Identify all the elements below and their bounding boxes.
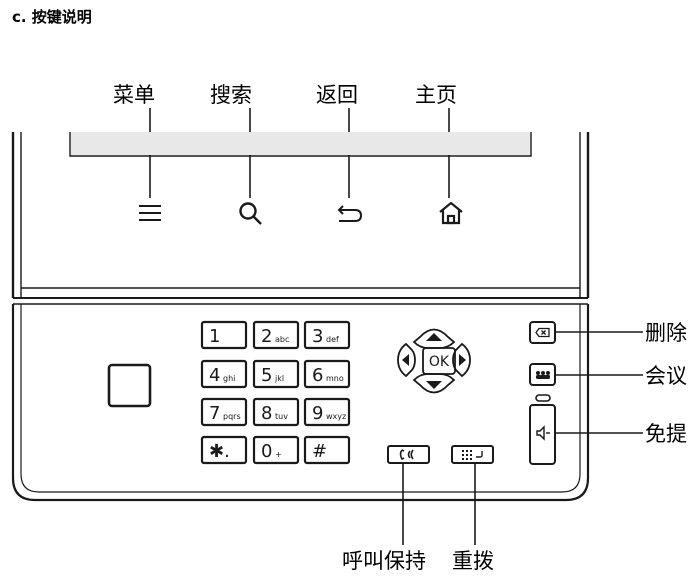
label-call-hold: 呼叫保持: [342, 549, 426, 573]
label-redial: 重拨: [452, 549, 494, 573]
keypad-key-letters: def: [326, 335, 339, 344]
label-menu: 菜单: [113, 83, 155, 107]
label-handsfree: 免提: [645, 422, 687, 446]
nav-ok-label: OK: [429, 354, 450, 370]
section-title: c. 按键说明: [12, 8, 92, 26]
menu-icon[interactable]: [139, 205, 161, 221]
delete-key[interactable]: [529, 321, 556, 344]
nav-ok-key[interactable]: [422, 347, 456, 375]
screen-display: [71, 132, 530, 155]
home-icon[interactable]: [439, 201, 463, 225]
keypad-key-number: 7: [209, 403, 220, 424]
keypad-base: [11, 304, 590, 502]
keypad-key-number: 5: [261, 365, 272, 386]
redial-key[interactable]: [451, 445, 494, 464]
keypad-key[interactable]: #: [303, 435, 351, 465]
keypad-key-letters: tuv: [275, 412, 288, 421]
label-home: 主页: [415, 83, 457, 107]
device-screen-bezel: [11, 132, 590, 305]
side-leader-lines: [555, 331, 643, 434]
nav-right-key[interactable]: [452, 342, 471, 378]
keypad-key-number: 8: [261, 403, 272, 424]
keypad-key-letters: pqrs: [223, 412, 241, 421]
label-search: 搜索: [210, 83, 252, 107]
square-key[interactable]: [107, 363, 152, 408]
nav-down-key[interactable]: [412, 373, 456, 394]
keypad-key[interactable]: 1: [200, 320, 248, 350]
keypad-key-number: 6: [312, 365, 323, 386]
keypad-key-letters: +: [275, 450, 282, 459]
keypad-key-letters: mno: [326, 374, 344, 383]
handsfree-key[interactable]: [529, 404, 556, 465]
nav-cluster: [397, 328, 471, 394]
handsfree-led: [535, 394, 551, 402]
conference-icon: [536, 371, 550, 379]
call-hold-key[interactable]: [387, 445, 430, 464]
search-icon[interactable]: [239, 202, 262, 225]
keypad-key-number: 0: [261, 441, 272, 462]
nav-left-key[interactable]: [397, 342, 416, 378]
redial-icon: [462, 450, 483, 460]
keypad-key[interactable]: 0+: [252, 435, 300, 465]
keypad-key-number: 4: [209, 365, 220, 386]
label-delete: 删除: [645, 321, 687, 345]
delete-icon: [535, 327, 550, 338]
keypad-key-number: 3: [312, 326, 323, 347]
keypad-key-number: 2: [261, 326, 272, 347]
keypad-key-letters: abc: [275, 335, 289, 344]
keypad-key-number: 9: [312, 403, 323, 424]
nav-up-key[interactable]: [412, 328, 456, 349]
keypad-key[interactable]: ✱.: [200, 435, 248, 465]
back-icon[interactable]: [337, 205, 363, 222]
keypad-key-letters: ghi: [223, 374, 235, 383]
keypad-key-number: 1: [209, 326, 220, 347]
call-hold-icon: [399, 449, 414, 461]
speaker-icon: [536, 425, 550, 441]
keypad-key-letters: wxyz: [326, 412, 346, 421]
keypad-key-number: #: [312, 441, 327, 462]
label-back: 返回: [316, 83, 358, 107]
keypad-key-letters: jkl: [274, 374, 284, 383]
keypad-key-number: ✱.: [209, 441, 230, 462]
bottom-leader-lines: [402, 463, 476, 545]
label-conference: 会议: [645, 364, 687, 388]
